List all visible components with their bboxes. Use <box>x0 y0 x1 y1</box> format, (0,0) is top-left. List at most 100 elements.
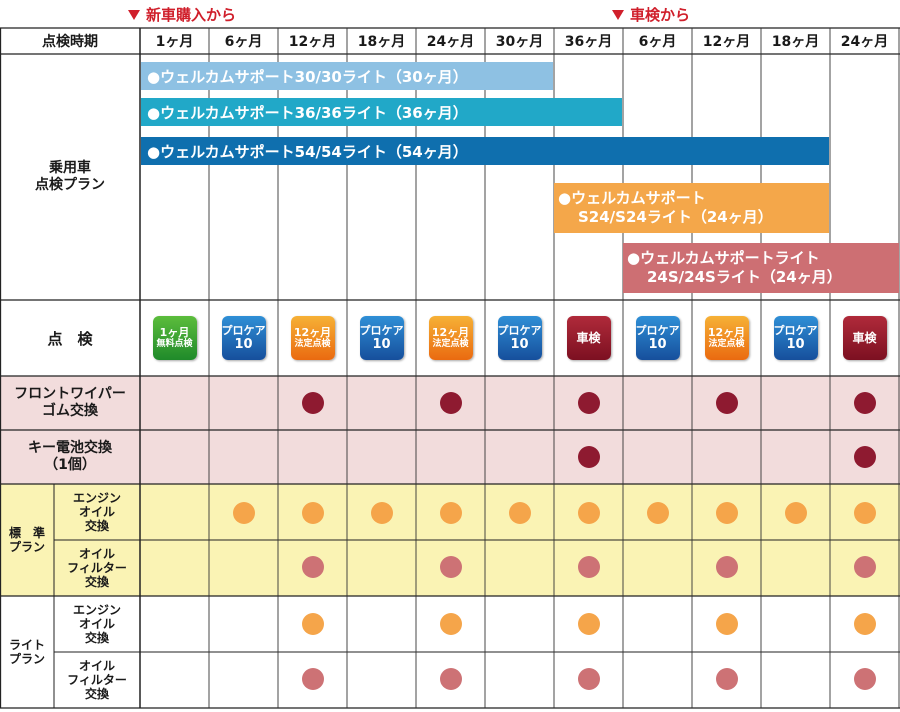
standard-oil-dot <box>577 502 600 524</box>
light-oil-dot <box>577 613 600 635</box>
down-triangle-icon <box>612 9 624 20</box>
light-oil-dot <box>853 613 876 635</box>
standard-oil-dot <box>439 502 462 524</box>
header-period-6: 30ヶ月 <box>495 34 544 50</box>
header-period-5: 24ヶ月 <box>426 34 475 50</box>
standard-plan-label: 標 準 プラン <box>8 526 45 554</box>
badge-top: プロケア <box>635 324 680 337</box>
header-period-3: 12ヶ月 <box>288 34 337 50</box>
badge-top: プロケア <box>221 324 266 337</box>
badge-top: 1ヶ月 <box>159 326 190 339</box>
light-oil-label: エンジン オイル 交換 <box>72 603 121 645</box>
inspection-badge-7: 車検 <box>566 316 611 360</box>
badge-bottom: 10 <box>786 337 805 352</box>
plan-bar-line2: S24/S24ライト（24ヶ月） <box>578 208 773 226</box>
standard-oil-dot <box>370 502 393 524</box>
standard-oil-dot <box>301 502 324 524</box>
badge-top: 12ヶ月 <box>293 326 332 339</box>
header-period-8: 6ヶ月 <box>638 34 677 50</box>
light-filter-dot <box>439 668 462 690</box>
standard-oil-dot <box>784 502 807 524</box>
inspection-badge-5: 12ヶ月法定点検 <box>428 316 473 360</box>
plan-bar-1: ●ウェルカムサポート30/30ライト（30ヶ月） <box>141 62 553 90</box>
badge-top: 車検 <box>576 330 601 345</box>
inspection-badge-3: 12ヶ月法定点検 <box>290 316 335 360</box>
light-oil-dot <box>715 613 738 635</box>
badge-bottom: 10 <box>510 337 529 352</box>
light-filter-dot <box>853 668 876 690</box>
plan-bar-3: ●ウェルカムサポート54/54ライト（54ヶ月） <box>141 137 829 165</box>
badge-top: 12ヶ月 <box>707 326 746 339</box>
wiper-dot <box>439 392 462 414</box>
header-period-11: 24ヶ月 <box>840 34 889 50</box>
plan-bar-line2: 24S/24Sライト（24ヶ月） <box>647 268 842 286</box>
wiper-dot <box>577 392 600 414</box>
standard-filter-label: オイル フィルター 交換 <box>67 547 127 589</box>
standard-oil-dot <box>646 502 669 524</box>
badge-top: プロケア <box>773 324 818 337</box>
wiper-dot <box>853 392 876 414</box>
marker-new-car-label: 新車購入から <box>146 6 237 24</box>
badge-bottom: 法定点検 <box>432 339 469 349</box>
inspection-badge-11: 車検 <box>842 316 887 360</box>
plan-bar-line1: ●ウェルカムサポート <box>558 189 706 207</box>
plan-bar-line1: ●ウェルカムサポート54/54ライト（54ヶ月） <box>147 142 468 161</box>
light-oil-dot <box>301 613 324 635</box>
battery-row-label: キー電池交換 （1個） <box>28 440 112 473</box>
standard-filter-dot <box>577 556 600 578</box>
header-period-7: 36ヶ月 <box>564 34 613 50</box>
standard-oil-label: エンジン オイル 交換 <box>72 491 121 533</box>
badge-top: 車検 <box>852 330 877 345</box>
plan-bar-2: ●ウェルカムサポート36/36ライト（36ヶ月） <box>141 98 622 126</box>
header-period-9: 12ヶ月 <box>702 34 751 50</box>
standard-filter-dot <box>853 556 876 578</box>
light-plan-label: ライト プラン <box>8 638 45 666</box>
header-period-10: 18ヶ月 <box>771 34 820 50</box>
badge-bottom: 10 <box>648 337 667 352</box>
wiper-dot <box>715 392 738 414</box>
standard-oil-dot <box>715 502 738 524</box>
inspection-badge-1: 1ヶ月無料点検 <box>152 316 197 360</box>
standard-filter-dot <box>439 556 462 578</box>
badge-bottom: 10 <box>372 337 391 352</box>
standard-oil-dot <box>232 502 255 524</box>
plan-bar-line1: ●ウェルカムサポート30/30ライト（30ヶ月） <box>147 67 468 86</box>
badge-bottom: 法定点検 <box>294 339 331 349</box>
light-filter-label: オイル フィルター 交換 <box>67 659 127 701</box>
battery-dot <box>853 446 876 468</box>
plan-bar-line1: ●ウェルカムサポートライト <box>627 249 820 267</box>
standard-filter-dot <box>715 556 738 578</box>
down-triangle-icon <box>128 9 140 20</box>
header-period-1: 1ヶ月 <box>155 34 194 50</box>
badge-bottom: 10 <box>234 337 253 352</box>
badge-top: プロケア <box>497 324 542 337</box>
battery-dot <box>577 446 600 468</box>
standard-oil-dot <box>508 502 531 524</box>
battery-row-bg <box>0 430 900 484</box>
wiper-dot <box>301 392 324 414</box>
header-row-label: 点検時期 <box>42 34 98 50</box>
badge-bottom: 無料点検 <box>156 339 193 349</box>
header-period-2: 6ヶ月 <box>224 34 263 50</box>
inspection-badge-9: 12ヶ月法定点検 <box>704 316 749 360</box>
marker-inspection-label: 車検から <box>630 6 691 24</box>
wiper-row-label: フロントワイパー ゴム交換 <box>14 386 126 419</box>
inspection-row-label: 点 検 <box>47 329 93 348</box>
badge-top: 12ヶ月 <box>431 326 470 339</box>
plans-row-label: 乗用車 点検プラン <box>35 160 105 193</box>
marker-inspection: 車検から <box>612 4 690 25</box>
light-filter-dot <box>715 668 738 690</box>
standard-filter-dot <box>301 556 324 578</box>
light-oil-dot <box>439 613 462 635</box>
badge-top: プロケア <box>359 324 404 337</box>
plan-bar-line1: ●ウェルカムサポート36/36ライト（36ヶ月） <box>147 103 468 122</box>
marker-new-car: 新車購入から <box>128 4 236 25</box>
badge-bottom: 法定点検 <box>708 339 745 349</box>
